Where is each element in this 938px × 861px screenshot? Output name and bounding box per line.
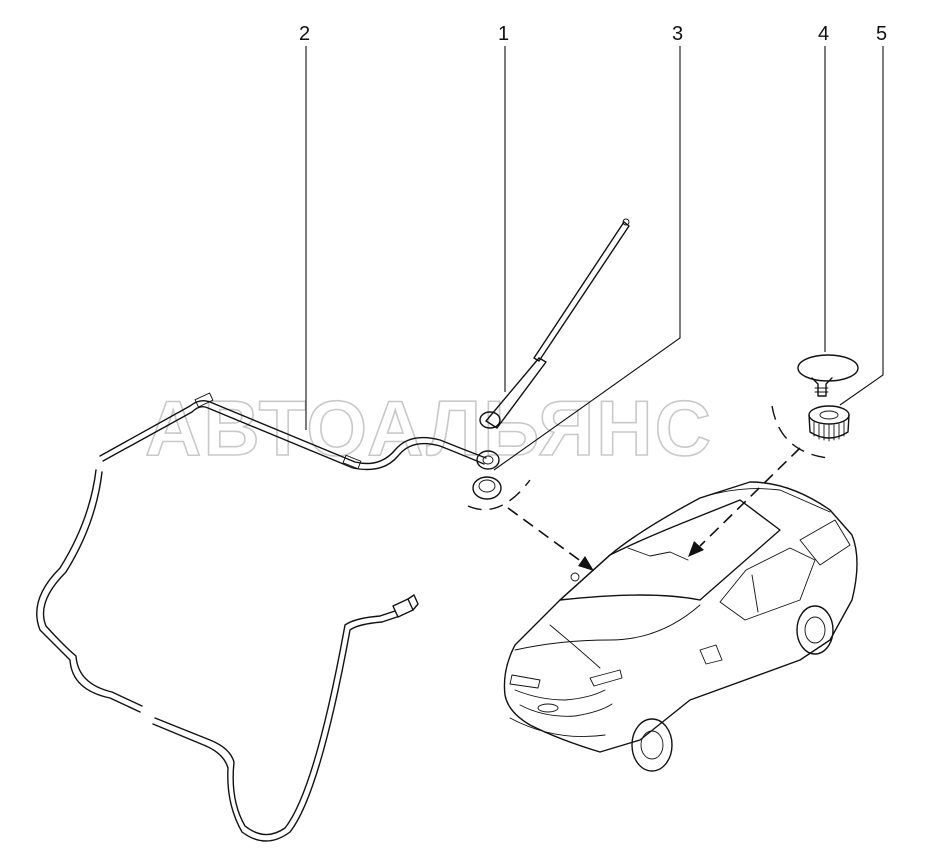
car-outline xyxy=(503,481,858,772)
callout-3: 3 xyxy=(672,23,683,45)
detail-circle-45 xyxy=(771,405,829,459)
antenna-mast xyxy=(479,218,630,429)
seal-nut xyxy=(472,476,502,500)
watermark-text: АВТОАЛЬЯНС xyxy=(145,384,713,472)
callout-2: 2 xyxy=(299,23,310,45)
leader-5 xyxy=(839,46,884,406)
arrow-to-car-right xyxy=(688,447,801,557)
leader-3 xyxy=(493,46,681,471)
callout-4: 4 xyxy=(818,23,829,45)
arrow-to-car-left xyxy=(507,507,594,571)
callout-1: 1 xyxy=(498,23,509,45)
detail-circle-3 xyxy=(467,479,531,511)
antenna-cable xyxy=(36,392,487,842)
knurled-nut xyxy=(808,405,850,442)
callout-5: 5 xyxy=(876,23,887,45)
antenna-cap xyxy=(797,354,859,397)
antenna-base xyxy=(476,450,500,470)
